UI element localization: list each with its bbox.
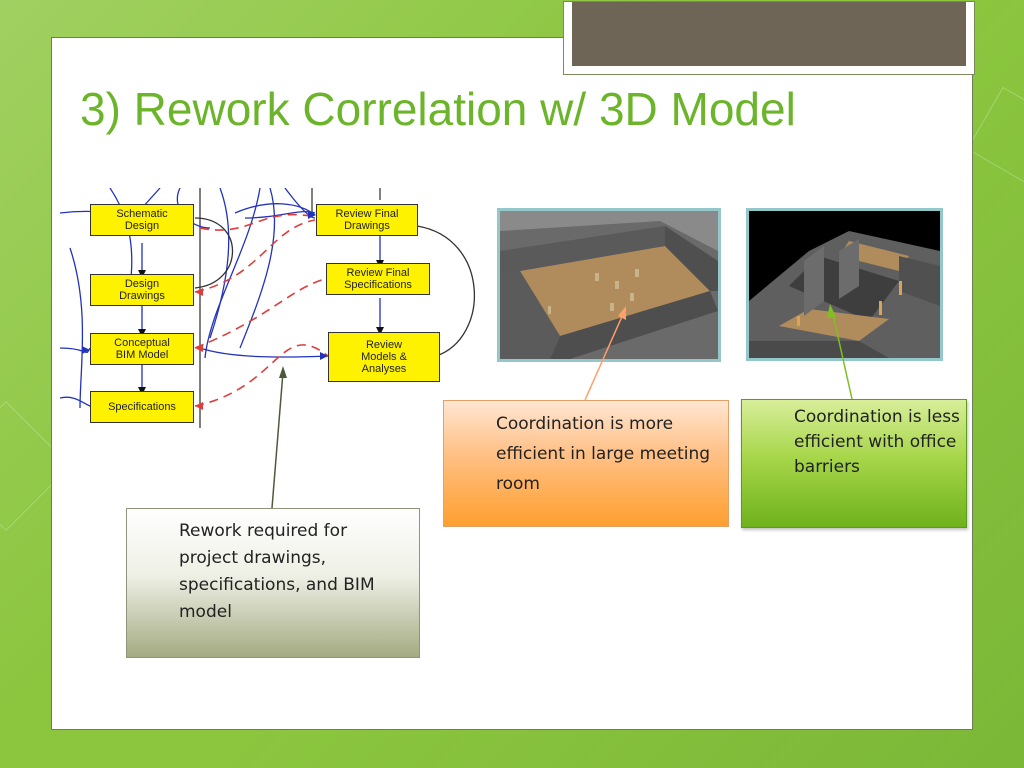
workflow-box-schematic-design: Schematic Design: [90, 204, 194, 236]
callout-office-barriers: Coordination is less efficient with offi…: [741, 399, 967, 528]
slide-title: 3) Rework Correlation w/ 3D Model: [80, 83, 796, 135]
callout-large-room-text: Coordination is more efficient in large …: [496, 414, 711, 494]
render-large-meeting-room: [497, 208, 721, 362]
workflow-box-design-drawings: Design Drawings: [90, 274, 194, 306]
callout-rework-required: Rework required for project drawings, sp…: [126, 508, 420, 658]
workflow-diagram: Schematic Design Design Drawings Concept…: [60, 188, 482, 428]
workflow-box-review-models: Review Models & Analyses: [328, 332, 440, 382]
render-office-barriers: [746, 208, 943, 361]
header-photo-frame: [563, 1, 975, 75]
background-decoration: [966, 86, 1024, 186]
workflow-box-conceptual-bim: Conceptual BIM Model: [90, 333, 194, 365]
callout-large-meeting-room: Coordination is more efficient in large …: [443, 400, 729, 527]
callout-office-text: Coordination is less efficient with offi…: [794, 407, 960, 477]
callout-rework-text: Rework required for project drawings, sp…: [179, 521, 375, 622]
workflow-box-specifications: Specifications: [90, 391, 194, 423]
workflow-box-review-final-specifications: Review Final Specifications: [326, 263, 430, 295]
header-photo: [572, 2, 966, 66]
workflow-box-review-final-drawings: Review Final Drawings: [316, 204, 418, 236]
